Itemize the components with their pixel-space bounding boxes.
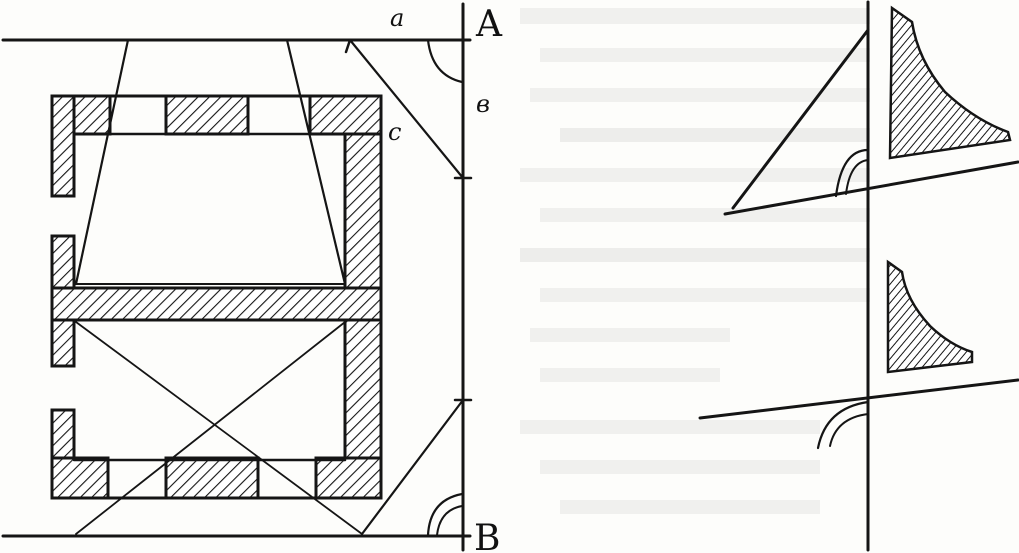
construction-line-lower: [360, 398, 465, 536]
label-A: A: [475, 4, 503, 45]
section-upper-angle-arc: [834, 148, 870, 198]
section-diagram-lower: [698, 256, 1019, 552]
upper-cone-right: [285, 38, 347, 286]
left-wall-mid-upper: [50, 234, 76, 292]
label-a: a: [390, 4, 404, 32]
section-diagram-upper: [723, 0, 1019, 292]
label-b: в: [476, 90, 490, 118]
background-show-through: [520, 8, 870, 514]
section-lower-hatched-wall: [886, 259, 974, 374]
section-upper-hatched-wall: [888, 5, 1012, 160]
section-lower-angle-arc: [816, 400, 870, 450]
label-c: c: [388, 118, 401, 146]
upper-cone-left: [74, 38, 130, 286]
middle-wall: [50, 286, 383, 322]
left-wall-upper: [50, 94, 76, 198]
bottom-wall-left: [50, 456, 110, 500]
section-lower-ground: [698, 378, 1019, 420]
label-B: B: [474, 518, 500, 553]
top-wall-middle: [164, 94, 250, 136]
construction-line-c: [348, 38, 465, 180]
left-wall-mid-lower: [50, 316, 76, 368]
angle-arc-bottom: [426, 492, 464, 537]
lower-diagonal-1: [75, 321, 363, 535]
section-upper-ground: [723, 160, 1019, 216]
bottom-wall-right: [314, 456, 383, 500]
floor-plan: a в c A B: [1, 2, 503, 553]
angle-arc-top: [426, 38, 464, 84]
section-upper-ray: [731, 28, 870, 210]
top-wall-right: [308, 94, 383, 136]
left-wall-lower: [50, 408, 76, 462]
bottom-wall-middle: [164, 456, 260, 500]
angle-arc-bottom-inner: [436, 505, 463, 536]
lower-diagonal-2: [75, 321, 346, 535]
